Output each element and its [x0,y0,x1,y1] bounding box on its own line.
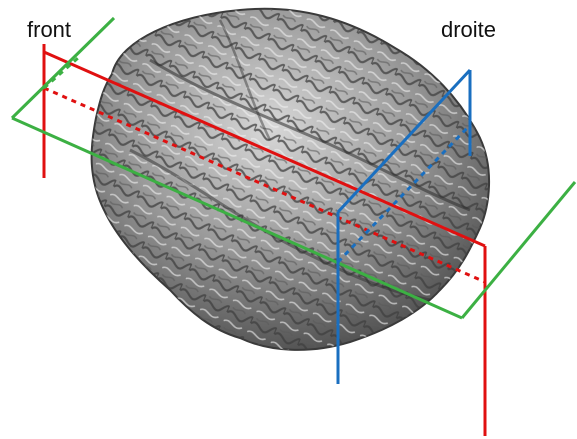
droite-label: droite [441,17,497,42]
coronal-plane [336,68,472,384]
axial-front-edge [11,116,463,320]
sagittal-top-edge [43,50,486,248]
sagittal-hidden-edge [43,86,486,284]
front-label: front [27,17,72,42]
coronal-top-edge [336,68,472,214]
axial-right-edge [460,181,577,319]
axial-plane [10,16,577,320]
axial-left-edge [10,16,116,120]
coronal-hidden-edge [336,123,472,264]
brain-render [90,7,490,351]
sagittal-plane [42,44,487,436]
axial-hidden-edge [43,56,79,90]
